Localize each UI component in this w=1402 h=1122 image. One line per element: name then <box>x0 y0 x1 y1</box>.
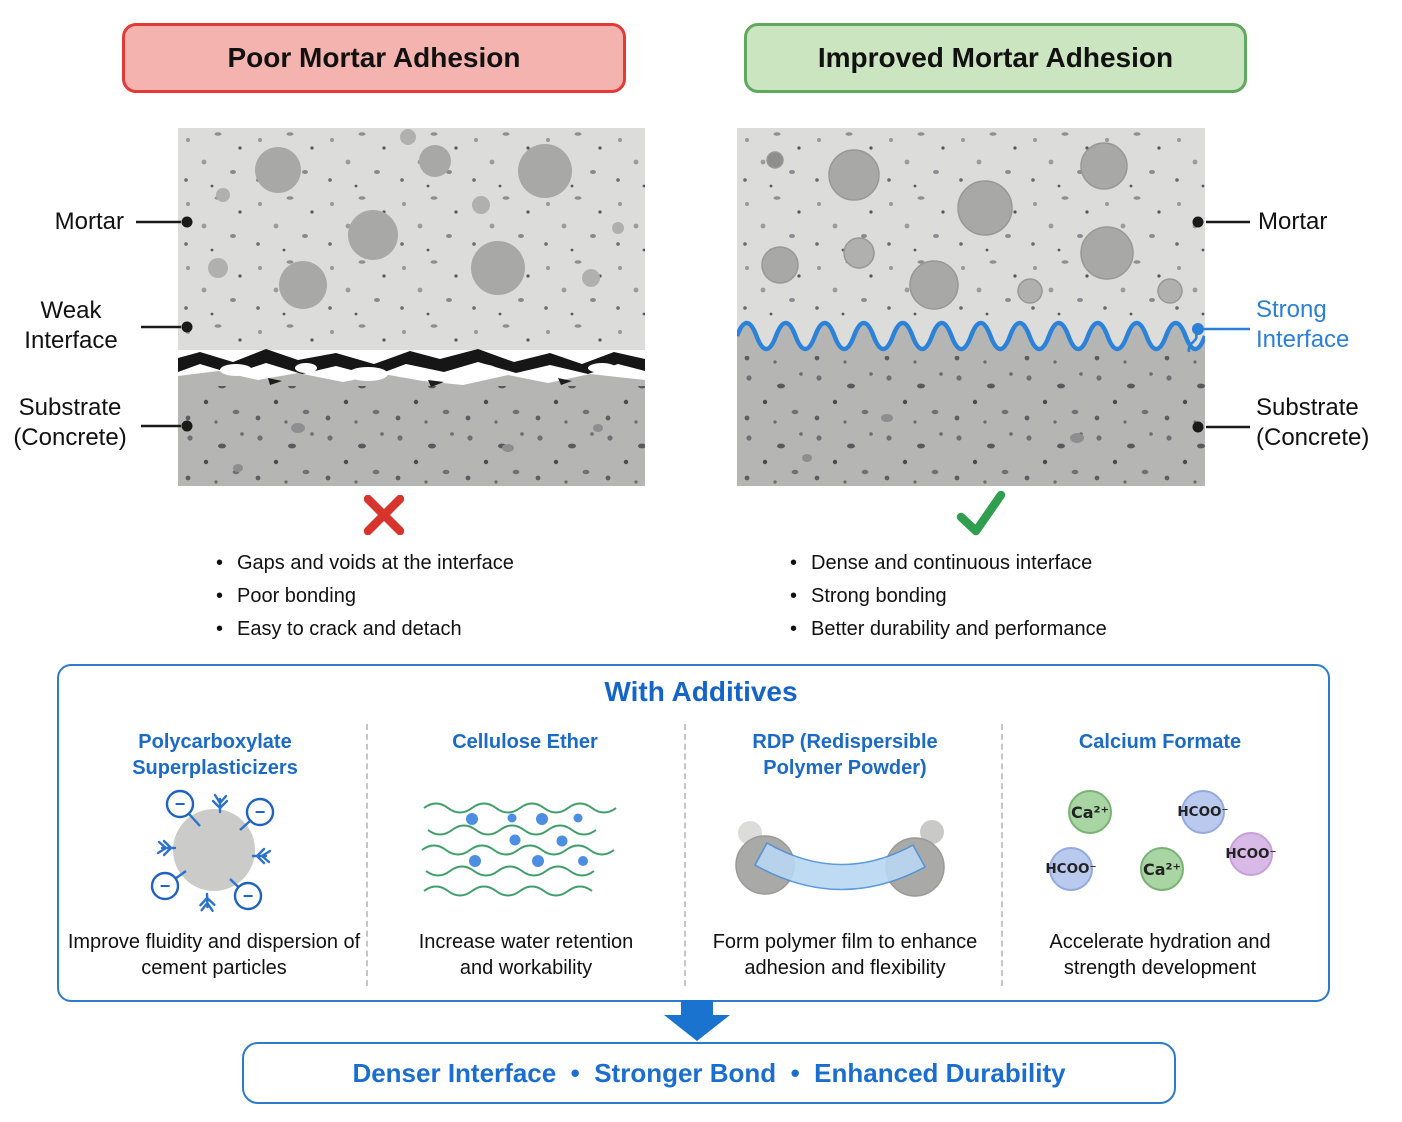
poor-adhesion-micrograph <box>178 128 645 486</box>
substrate-layer <box>737 323 1205 486</box>
cement-particle <box>173 809 255 891</box>
improved-adhesion-header: Improved Mortar Adhesion <box>744 23 1247 93</box>
additive-caption-superplasticizer: Improve fluidity and dispersion of cemen… <box>67 931 361 979</box>
additive-title-rdp: RDP (Redispersible Polymer Powder) <box>752 731 938 779</box>
label-substrate-right: Substrate (Concrete) <box>1256 394 1370 451</box>
additive-title-cellulose-ether: Cellulose Ether <box>452 731 598 753</box>
svg-text:−: − <box>160 876 171 896</box>
label-weak-interface: Weak Interface <box>24 297 118 354</box>
additive-caption-calcium-formate: Accelerate hydration and strength develo… <box>1049 931 1271 979</box>
result-banner: Denser Interface • Stronger Bond • Enhan… <box>242 1042 1176 1104</box>
column-divider <box>1001 724 1003 986</box>
mortar-layer <box>178 128 645 370</box>
small-particle <box>920 820 944 844</box>
minus-glyphs: − − − − <box>160 794 266 906</box>
improved-adhesion-title: Improved Mortar Adhesion <box>817 42 1174 73</box>
negative-charge-icons <box>150 789 275 911</box>
mortar-layer <box>737 128 1205 360</box>
substrate-layer <box>178 371 645 486</box>
additives-panel <box>57 664 1330 1002</box>
label-strong-interface: Strong Interface <box>1256 296 1350 353</box>
formate-ion: HCOO⁻ <box>1045 847 1097 891</box>
crack-interface <box>178 349 645 387</box>
water-droplets <box>466 813 588 867</box>
additive-caption-rdp: Form polymer film to enhance adhesion an… <box>712 931 978 979</box>
additive-title-superplasticizer: Polycarboxylate Superplasticizers <box>132 731 298 779</box>
aggregate-particles <box>208 129 624 309</box>
improved-adhesion-bullets: Dense and continuous interface Strong bo… <box>788 547 1258 646</box>
additive-caption-cellulose-ether: Increase water retention and workability <box>418 931 634 979</box>
check-icon <box>956 490 1006 536</box>
poor-adhesion-header: Poor Mortar Adhesion <box>122 23 626 93</box>
list-item: Dense and continuous interface <box>788 547 1258 580</box>
superplasticizer-illustration: − − − − <box>150 789 275 913</box>
formate-ion: HCOO⁻ <box>1177 790 1229 834</box>
list-item: Poor bonding <box>214 580 684 613</box>
down-arrow-icon <box>664 1000 730 1041</box>
strong-interface-wave <box>737 320 1205 352</box>
formate-ion: HCOO⁻ <box>1225 832 1277 876</box>
calcium-formate-illustration: Ca²⁺ HCOO⁻ HCOO⁻ Ca²⁺ HCOO⁻ <box>1016 790 1316 915</box>
poor-adhesion-bullets: Gaps and voids at the interface Poor bon… <box>214 547 684 646</box>
list-item: Easy to crack and detach <box>214 613 684 646</box>
svg-text:−: − <box>175 794 186 814</box>
svg-text:−: − <box>255 802 266 822</box>
poor-adhesion-title: Poor Mortar Adhesion <box>227 42 521 73</box>
calcium-ion: Ca²⁺ <box>1068 790 1112 834</box>
additives-title: With Additives <box>604 676 798 707</box>
rdp-illustration <box>735 820 945 897</box>
polymer-film <box>753 841 927 891</box>
polymer-chains <box>421 802 617 897</box>
list-item: Gaps and voids at the interface <box>214 547 684 580</box>
additive-title-calcium-formate: Calcium Formate <box>1078 731 1242 753</box>
result-text: Denser Interface • Stronger Bond • Enhan… <box>352 1057 1066 1088</box>
label-mortar-left: Mortar <box>54 208 124 235</box>
svg-text:−: − <box>243 886 254 906</box>
cross-icon <box>364 495 404 535</box>
list-item: Better durability and performance <box>788 613 1258 646</box>
label-mortar-right: Mortar <box>1258 208 1328 235</box>
column-divider <box>366 724 368 986</box>
calcium-ion: Ca²⁺ <box>1140 847 1184 891</box>
column-divider <box>684 724 686 986</box>
improved-adhesion-micrograph <box>737 128 1205 486</box>
aggregate-particles <box>761 142 1183 310</box>
cellulose-ether-illustration <box>421 802 617 897</box>
list-item: Strong bonding <box>788 580 1258 613</box>
label-substrate-left: Substrate (Concrete) <box>13 394 127 451</box>
